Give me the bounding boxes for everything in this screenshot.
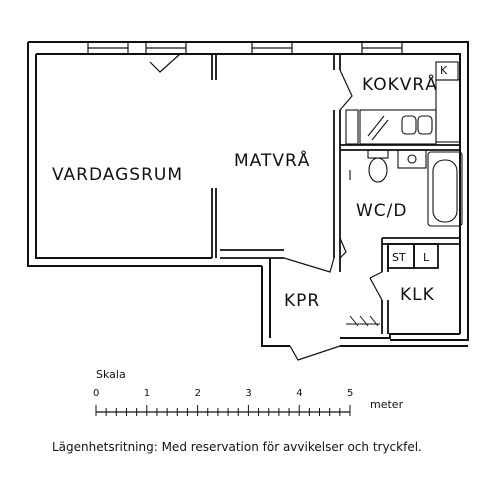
kitchen-fixtures xyxy=(345,61,461,145)
bathroom-fixtures xyxy=(349,149,463,227)
scale-tick-label: 4 xyxy=(296,388,302,399)
scale-title: Skala xyxy=(96,368,126,381)
room-label-matvra: MATVRÅ xyxy=(234,149,310,171)
room-label-wcd: WC/D xyxy=(356,201,408,221)
room-label-k: K xyxy=(440,64,448,77)
plan-caption: Lägenhetsritning: Med reservation för av… xyxy=(52,440,422,454)
room-label-l: L xyxy=(423,251,430,264)
room-label-st: ST xyxy=(392,251,406,264)
scale-unit: meter xyxy=(370,398,404,411)
scale-tick-labels: 0 1 2 3 4 5 xyxy=(93,388,353,399)
door-swings xyxy=(149,53,383,361)
room-label-vardagsrum: VARDAGSRUM xyxy=(52,165,183,185)
scale-tick-label: 5 xyxy=(347,388,353,399)
scale-tick-marks xyxy=(95,405,351,416)
scale-tick-label: 2 xyxy=(195,388,201,399)
scale-bar: Skala 0 1 2 3 4 5 meter xyxy=(93,368,404,416)
room-label-kpr: KPR xyxy=(284,291,320,311)
klk-details xyxy=(346,315,380,327)
scale-tick-label: 3 xyxy=(245,388,251,399)
room-label-klk: KLK xyxy=(400,285,435,305)
scale-tick-label: 1 xyxy=(144,388,150,399)
room-label-kokvra: KOKVRÅ xyxy=(362,73,438,95)
scale-tick-label: 0 xyxy=(93,388,99,399)
windows xyxy=(87,41,403,55)
